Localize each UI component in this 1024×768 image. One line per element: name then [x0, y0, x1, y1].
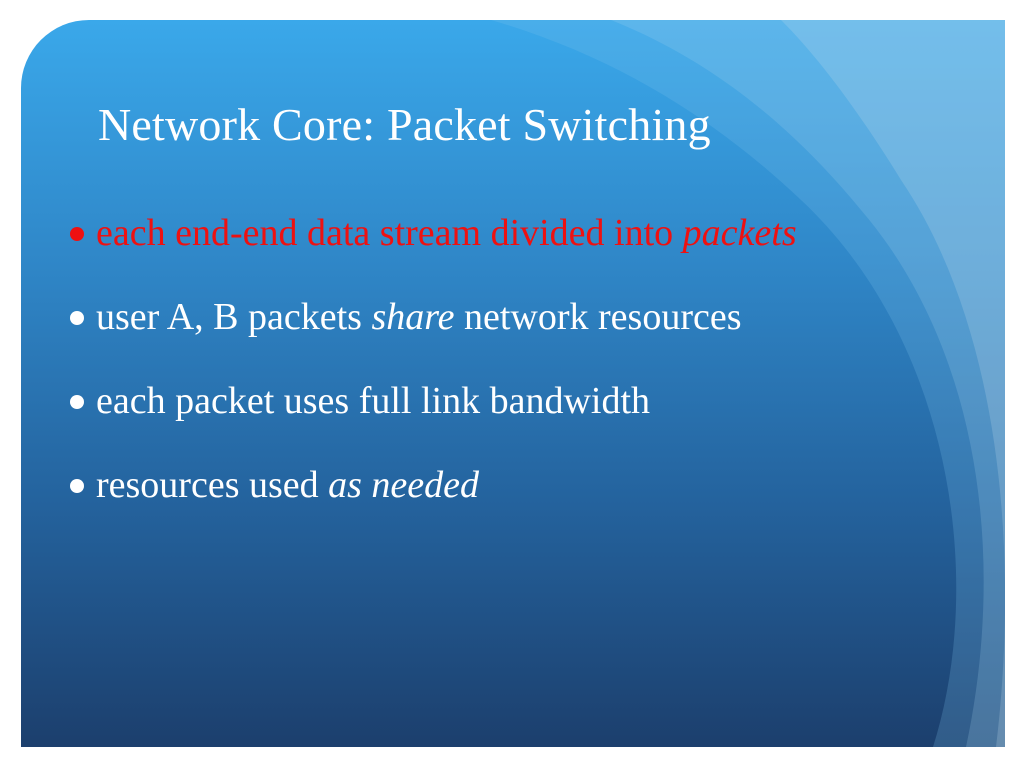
bullet-list: each end-end data stream divided into pa…: [67, 208, 797, 544]
bullet-item: each packet uses full link bandwidth: [67, 376, 797, 460]
bullet-icon: [70, 227, 84, 241]
slide: Network Core: Packet Switching each end-…: [21, 20, 1005, 747]
bullet-text: each end-end data stream divided into: [96, 212, 683, 254]
bullet-text: resources used: [96, 464, 329, 506]
bullet-emphasis: packets: [682, 212, 797, 254]
bullet-icon: [70, 395, 84, 409]
bullet-item: resources used as needed: [67, 460, 797, 544]
slide-title: Network Core: Packet Switching: [98, 99, 711, 150]
bullet-text: user A, B packets: [96, 296, 372, 338]
bullet-icon: [70, 479, 84, 493]
bullet-icon: [70, 311, 84, 325]
bullet-emphasis: share: [371, 296, 455, 338]
background-swoosh: [491, 20, 1005, 747]
bullet-tail: network resources: [454, 296, 742, 338]
bullet-item: each end-end data stream divided into pa…: [67, 208, 797, 292]
bullet-item: user A, B packets share network resource…: [67, 292, 797, 376]
bullet-text: each packet uses full link bandwidth: [96, 380, 651, 422]
bullet-emphasis: as needed: [328, 464, 480, 506]
